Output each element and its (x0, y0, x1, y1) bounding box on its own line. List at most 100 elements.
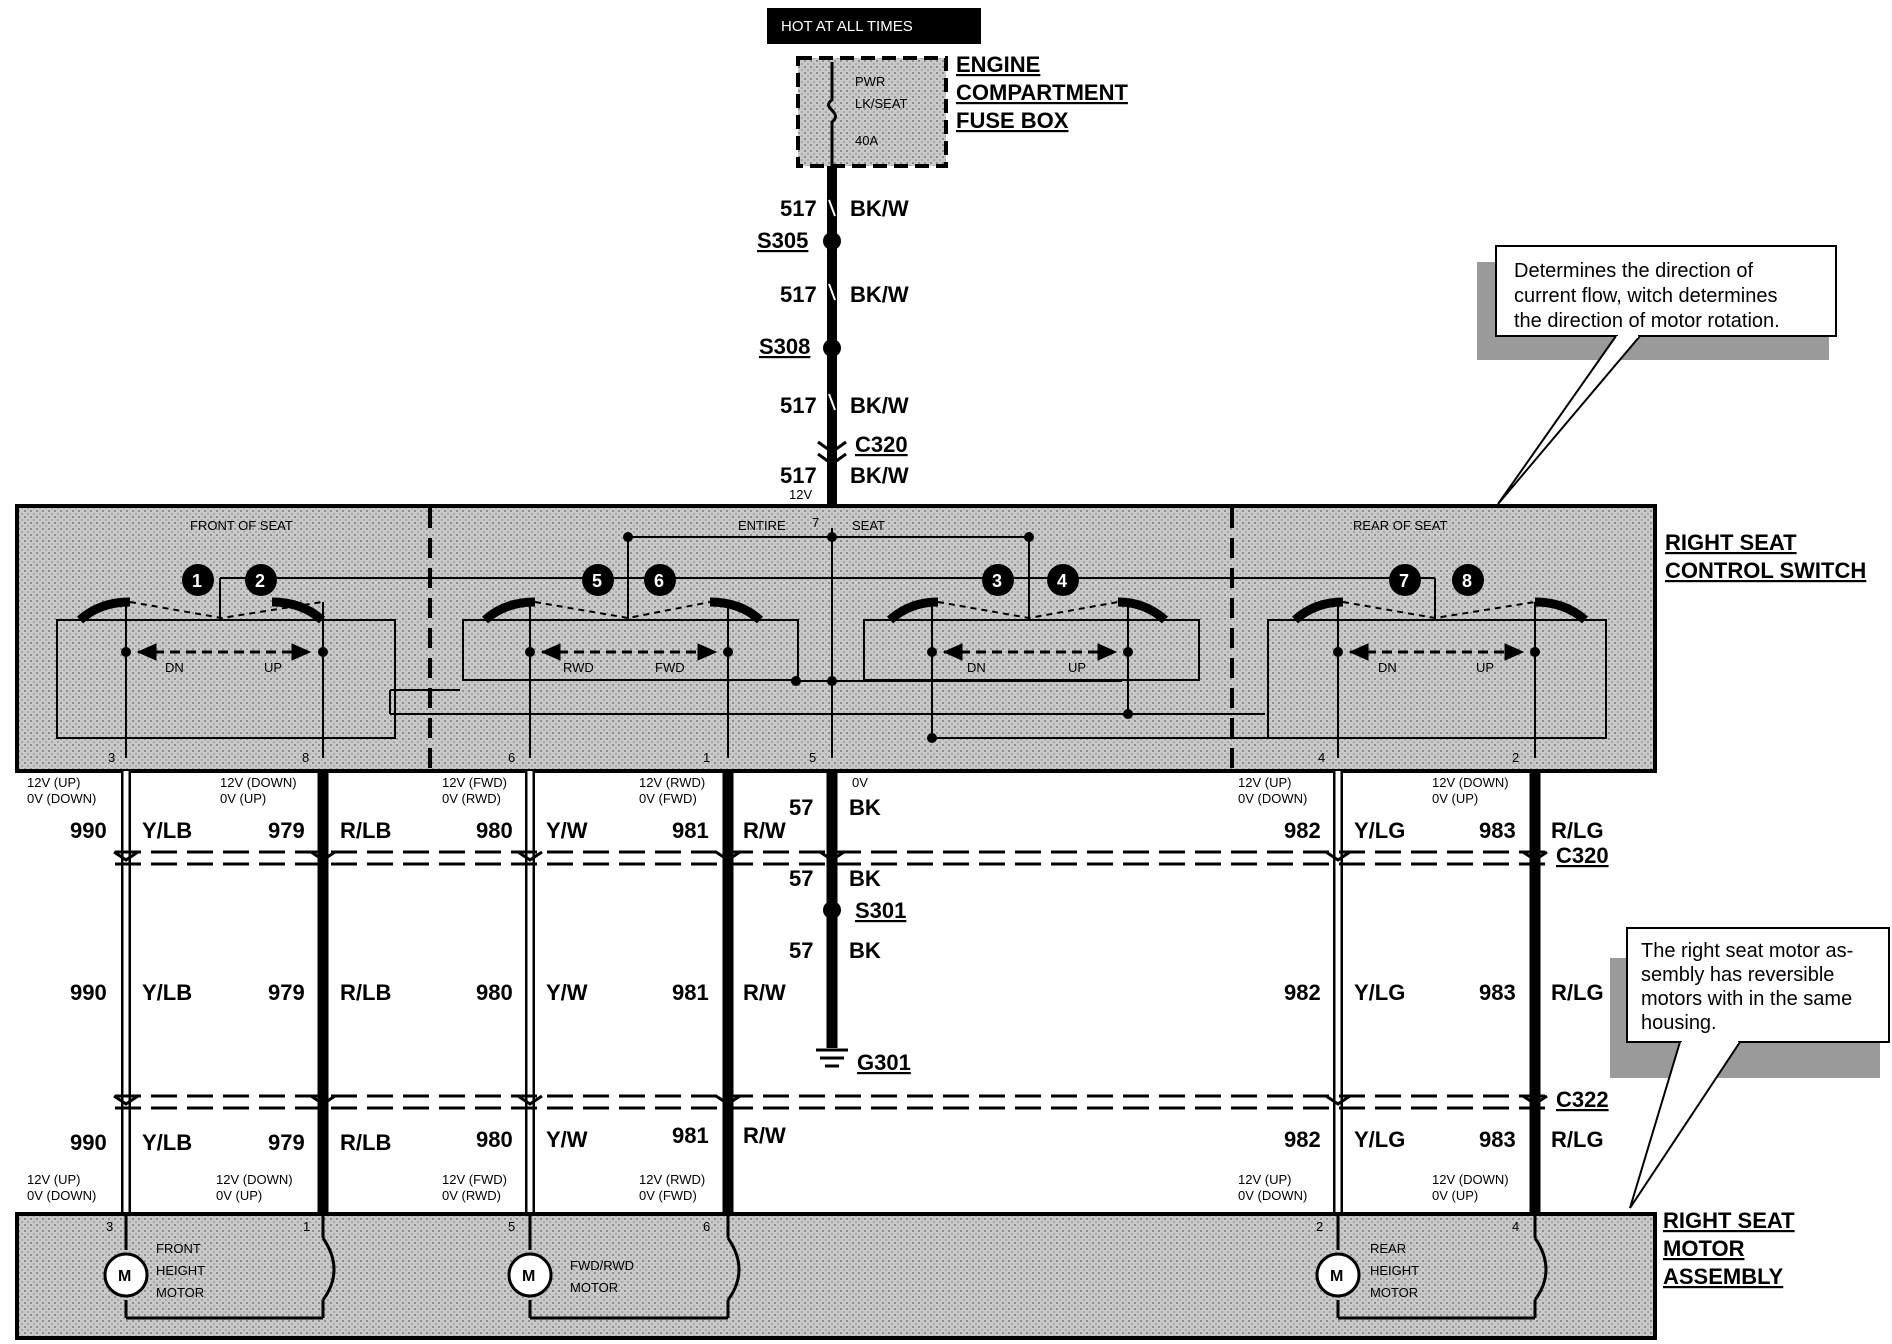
front-height-motor (124, 1214, 336, 1320)
s305-label: S305 (757, 228, 808, 253)
svg-text:12V (FWD): 12V (FWD) (442, 1172, 507, 1187)
fwd-rwd-motor (528, 1214, 741, 1320)
motor-title-1: RIGHT SEAT (1663, 1208, 1795, 1233)
hot-at-all-times-label: HOT AT ALL TIMES (781, 18, 913, 35)
svg-text:5: 5 (592, 571, 602, 591)
svg-text:8: 8 (302, 750, 309, 765)
svg-text:2: 2 (1316, 1219, 1323, 1234)
svg-text:R/LG: R/LG (1551, 818, 1604, 843)
svg-text:1: 1 (192, 571, 202, 591)
rear-height-motor (1336, 1214, 1548, 1320)
svg-text:5: 5 (809, 750, 816, 765)
svg-text:0V (UP): 0V (UP) (220, 791, 266, 806)
svg-text:980: 980 (476, 818, 513, 843)
connector-c320-feed (817, 440, 847, 454)
svg-text:R/LG: R/LG (1551, 1127, 1604, 1152)
svg-text:0V: 0V (852, 775, 868, 790)
svg-text:sembly has reversible: sembly has reversible (1641, 964, 1834, 986)
svg-text:M: M (522, 1268, 535, 1285)
svg-text:983: 983 (1479, 1127, 1516, 1152)
switch-num-5 (582, 564, 614, 596)
svg-text:12V (UP): 12V (UP) (1238, 1172, 1291, 1187)
svg-text:the direction of motor rotatio: the direction of motor rotation. (1514, 310, 1780, 332)
svg-text:BK: BK (849, 938, 881, 963)
switch-title-1: RIGHT SEAT (1665, 530, 1797, 555)
svg-text:6: 6 (654, 571, 664, 591)
svg-text:982: 982 (1284, 980, 1321, 1005)
switch-num-6 (644, 564, 676, 596)
svg-text:SEAT: SEAT (852, 518, 885, 533)
switch-num-2 (245, 564, 277, 596)
svg-text:R/W: R/W (743, 980, 786, 1005)
connector-chevrons (113, 850, 1548, 1106)
svg-text:Y/LG: Y/LG (1354, 1127, 1405, 1152)
svg-text:BK/W: BK/W (850, 393, 909, 418)
svg-text:57: 57 (789, 795, 813, 820)
svg-text:DN: DN (967, 660, 986, 675)
svg-text:12V: 12V (789, 487, 812, 502)
svg-text:12V (UP): 12V (UP) (1238, 775, 1291, 790)
switch-title-2: CONTROL SWITCH (1665, 558, 1866, 583)
svg-text:12V (RWD): 12V (RWD) (639, 1172, 705, 1187)
svg-text:R/LB: R/LB (340, 1130, 391, 1155)
svg-text:0V (DOWN): 0V (DOWN) (27, 1188, 96, 1203)
svg-text:ENTIRE: ENTIRE (738, 518, 786, 533)
svg-text:R/LG: R/LG (1551, 980, 1604, 1005)
harness-wires (121, 771, 1541, 1214)
svg-text:R/W: R/W (743, 1123, 786, 1148)
svg-text:517: 517 (780, 393, 817, 418)
svg-text:FRONT: FRONT (156, 1241, 201, 1256)
svg-text:REAR: REAR (1370, 1241, 1406, 1256)
splice-s308 (823, 339, 841, 357)
svg-text:0V (UP): 0V (UP) (216, 1188, 262, 1203)
svg-text:Y/LG: Y/LG (1354, 818, 1405, 843)
ground-g301-icon (816, 1048, 848, 1068)
svg-text:40A: 40A (855, 133, 878, 148)
svg-text:FWD/RWD: FWD/RWD (570, 1258, 634, 1273)
svg-text:5: 5 (508, 1219, 515, 1234)
svg-text:Y/LB: Y/LB (142, 980, 192, 1005)
splice-s305 (823, 232, 841, 250)
svg-text:4: 4 (1057, 571, 1067, 591)
svg-text:517: 517 (780, 463, 817, 488)
svg-text:983: 983 (1479, 818, 1516, 843)
svg-text:6: 6 (508, 750, 515, 765)
svg-text:0V (FWD): 0V (FWD) (639, 1188, 697, 1203)
svg-text:UP: UP (1068, 660, 1086, 675)
svg-text:Y/W: Y/W (546, 818, 588, 843)
callout-direction (1477, 245, 1837, 505)
svg-text:12V (UP): 12V (UP) (27, 775, 80, 790)
switch-num-4 (1047, 564, 1079, 596)
voltage-labels-bottom: 12V (UP) 0V (DOWN) 12V (DOWN) 0V (UP) 12… (27, 1172, 1509, 1203)
svg-text:0V (DOWN): 0V (DOWN) (1238, 791, 1307, 806)
svg-text:M: M (1330, 1268, 1343, 1285)
svg-text:982: 982 (1284, 818, 1321, 843)
svg-text:990: 990 (70, 1130, 107, 1155)
svg-text:R/LB: R/LB (340, 980, 391, 1005)
svg-text:979: 979 (268, 818, 305, 843)
svg-text:4: 4 (1318, 750, 1325, 765)
g301-label: G301 (857, 1050, 911, 1075)
svg-text:981: 981 (672, 818, 709, 843)
svg-text:housing.: housing. (1641, 1012, 1717, 1034)
svg-text:0V (DOWN): 0V (DOWN) (1238, 1188, 1307, 1203)
svg-text:Y/LB: Y/LB (142, 1130, 192, 1155)
svg-text:The right seat motor as-: The right seat motor as- (1641, 940, 1853, 962)
c320-feed-label: C320 (855, 432, 908, 457)
svg-text:BK/W: BK/W (850, 463, 909, 488)
svg-text:12V (DOWN): 12V (DOWN) (1432, 775, 1509, 790)
switch-num-7 (1389, 564, 1421, 596)
svg-text:12V (UP): 12V (UP) (27, 1172, 80, 1187)
svg-text:0V (RWD): 0V (RWD) (442, 791, 501, 806)
svg-text:R/W: R/W (743, 818, 786, 843)
c322-label: C322 (1556, 1087, 1609, 1112)
switch-entire-seat (863, 597, 1200, 738)
svg-text:0V (UP): 0V (UP) (1432, 1188, 1478, 1203)
hot-at-all-times-box (767, 8, 981, 44)
switch-front-height (56, 597, 396, 758)
svg-text:motors with in the same: motors with in the same (1641, 988, 1852, 1010)
